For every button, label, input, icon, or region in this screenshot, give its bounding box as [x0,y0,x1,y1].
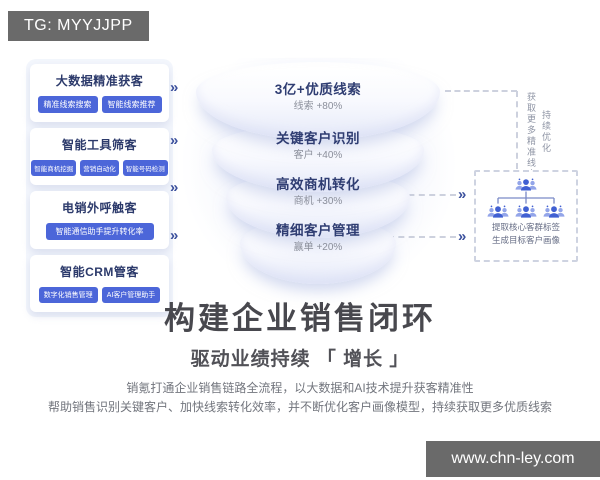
description-line-1: 销氪打通企业销售链路全流程，以大数据和AI技术提升获客精准性 [126,381,474,395]
feature-tag: 智能线索推荐 [101,96,162,113]
feature-card-bigdata: 大数据精准获客 精准线索搜索 智能线索推荐 [30,64,169,122]
feature-tag: 智能号码检测 [122,160,168,176]
chevron-right-icon: » [170,179,179,196]
chevron-right-icon: » [458,186,467,203]
funnel-layer-metric: 商机 +30% [293,196,343,207]
headline-title: 构建企业销售闭环 [164,301,436,336]
dashed-line-feedback-horizontal [445,90,517,92]
chevron-right-icon: » [458,228,467,245]
chevron-right-icon: » [170,132,179,149]
feature-tag-row: 数字化销售管理 AI客户管理助手 [34,287,165,303]
feature-tag: 智能通信助手提升转化率 [45,223,154,240]
funnel-layer-metric: 赢单 +20% [293,242,343,253]
feature-card-title: 智能CRM管客 [60,265,139,279]
chevron-right-icon: » [170,227,179,244]
feature-tag-row: 精准线索搜索 智能线索推荐 [34,96,165,113]
org-chart-icon [487,178,565,218]
feature-tag: 精准线索搜索 [37,96,98,113]
dashed-line-to-profile-2 [388,236,456,238]
feature-tag: 营销自动化 [80,160,119,176]
feature-tag: AI客户管理助手 [101,287,161,303]
funnel-layer-title: 高效商机转化 [276,177,360,192]
profile-box-line: 提取核心客群标签 [491,222,560,232]
profile-box-line: 生成目标客户画像 [491,235,560,246]
description-line-2: 帮助销售识别关键客户、加快线索转化效率，并不断优化客户画像模型，持续获取更多优质… [47,400,552,414]
website-watermark: www.chn-ley.com [426,441,600,477]
dashed-line-to-profile-1 [398,194,456,196]
feature-tag-row: 智能通信助手提升转化率 [34,223,165,240]
funnel-layer-1 [196,62,440,140]
feature-card-title: 大数据精准获客 [55,74,144,88]
funnel-layer-title: 关键客户识别 [276,131,360,146]
feature-card-title: 电销外呼触客 [61,201,137,215]
dashed-line-feedback-vertical [516,91,518,169]
feature-card-tools: 智能工具筛客 智能商机挖掘 营销自动化 智能号码检测 [30,128,169,185]
feedback-acquire-text: 获取更多精准线索 [526,92,536,180]
funnel-layer-metric: 客户 +40% [293,150,343,161]
funnel-layer-metric: 线索 +80% [293,101,343,112]
feature-card-telemarketing: 电销外呼触客 智能通信助手提升转化率 [30,191,169,249]
feature-cards-panel: 大数据精准获客 精准线索搜索 智能线索推荐 智能工具筛客 智能商机挖掘 营销自动… [26,59,173,317]
feature-card-crm: 智能CRM管客 数字化销售管理 AI客户管理助手 [30,255,169,312]
feedback-optimize-text: 持续优化 [541,110,551,154]
customer-profile-box: 提取核心客群标签 生成目标客户画像 [474,170,578,262]
feature-tag: 数字化销售管理 [38,287,98,303]
chevron-right-icon: » [170,79,179,96]
feature-tag-row: 智能商机挖掘 营销自动化 智能号码检测 [31,160,168,176]
headline-subtitle: 驱动业绩持续 「 增长 」 [190,349,410,370]
telegram-badge: TG: MYYJJPP [8,11,149,41]
funnel-layer-title: 精细客户管理 [276,223,360,238]
funnel-layer-title: 3亿+优质线索 [274,82,362,97]
feature-card-title: 智能工具筛客 [61,138,137,152]
feature-tag: 智能商机挖掘 [31,160,77,176]
